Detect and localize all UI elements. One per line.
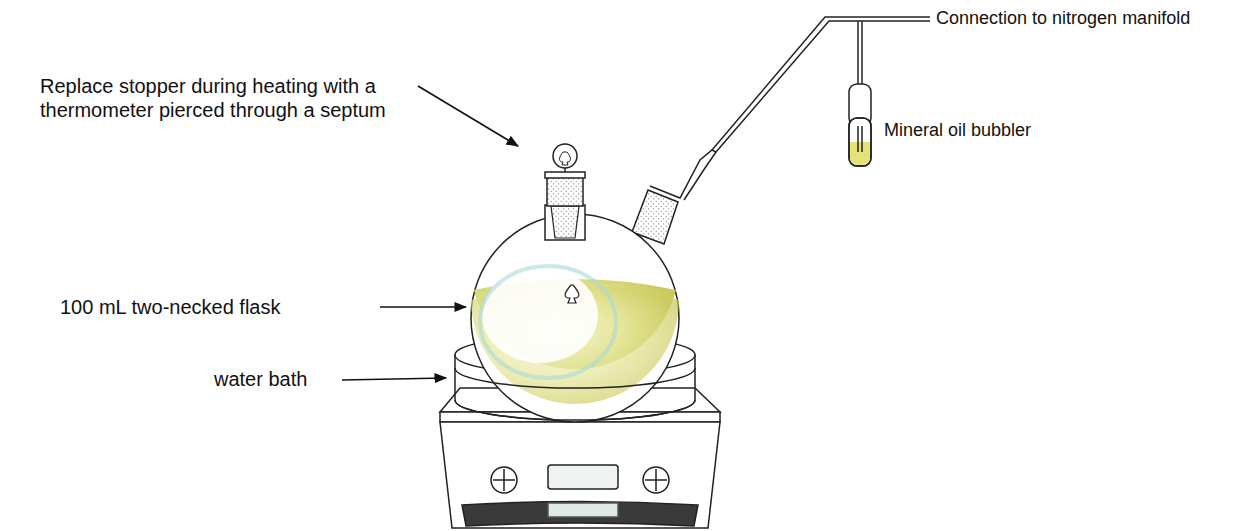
part-label: Mineral oil bubbler: [884, 120, 1184, 142]
part-label: 100 mL two-necked flask: [60, 295, 378, 319]
part-label: water bath: [214, 367, 340, 391]
water-bath-rim: [455, 368, 695, 388]
two-necked-flask: [471, 144, 679, 422]
leader-arrows: [342, 86, 518, 380]
callout-note: Replace stopper during heating with a th…: [40, 74, 420, 122]
water-bath-base: [455, 400, 695, 420]
mineral-oil-bubbler: [849, 21, 871, 166]
part-label: Connection to nitrogen manifold: [936, 8, 1246, 30]
